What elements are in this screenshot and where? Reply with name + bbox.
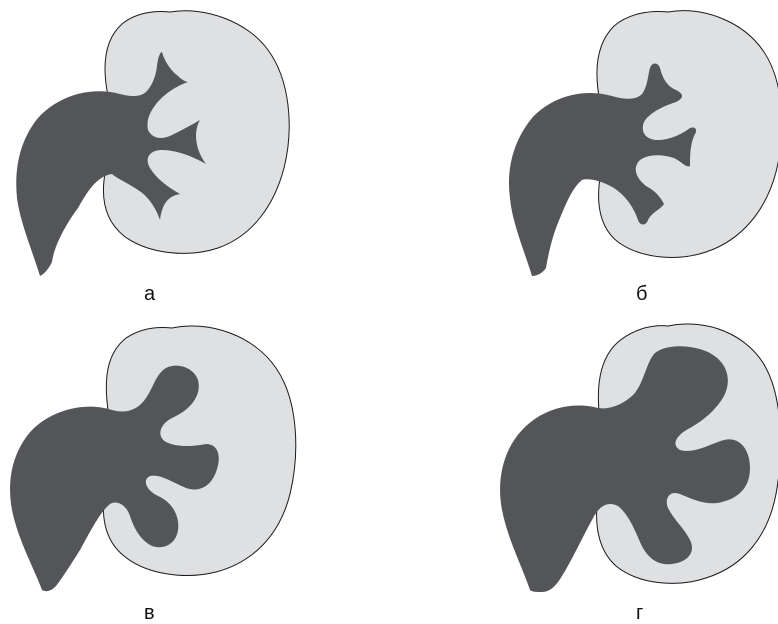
- panel-g: г: [500, 324, 778, 624]
- panel-a: а: [16, 11, 289, 305]
- panel-b: б: [509, 11, 778, 305]
- panel-label-a: а: [144, 283, 156, 305]
- panel-v: в: [10, 326, 296, 624]
- panel-label-v: в: [144, 602, 155, 624]
- panel-label-g: г: [636, 602, 643, 624]
- panel-label-b: б: [636, 283, 647, 305]
